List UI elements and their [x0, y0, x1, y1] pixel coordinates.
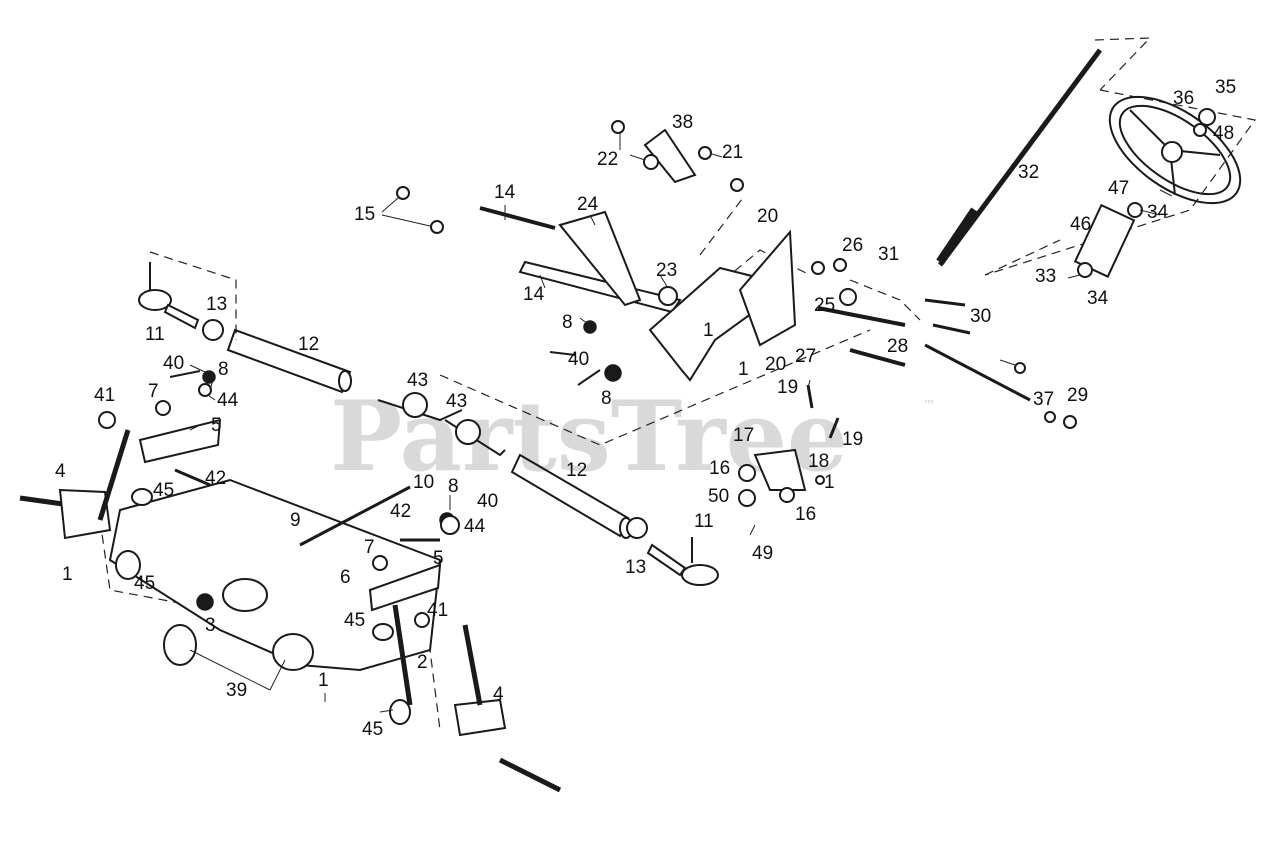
callout-23: 23 [656, 260, 677, 281]
callout-27: 27 [795, 346, 816, 367]
callout-45-mid-left: 45 [134, 573, 155, 594]
callout-41-lower: 41 [427, 600, 448, 621]
callout-16-upper: 16 [709, 458, 730, 479]
leader-lines [189, 133, 1173, 713]
callout-11-lower: 11 [694, 511, 714, 532]
callout-33: 33 [1035, 266, 1056, 287]
callout-12-lower: 12 [566, 460, 587, 481]
callout-29: 29 [1067, 385, 1088, 406]
callout-8-center: 8 [601, 388, 612, 409]
callout-36: 36 [1173, 88, 1194, 109]
callout-31: 31 [878, 244, 899, 265]
steering-shaft [936, 48, 1136, 278]
callout-21: 21 [722, 142, 743, 163]
callout-35: 35 [1215, 77, 1236, 98]
callout-39: 39 [226, 680, 247, 701]
callout-41-upper: 41 [94, 385, 115, 406]
callout-9: 9 [290, 510, 301, 531]
callout-8-mid: 8 [562, 312, 573, 333]
callout-25: 25 [814, 295, 835, 316]
callout-8-left: 8 [218, 359, 229, 380]
tie-rod-ends [138, 262, 719, 586]
callout-5-upper: 5 [211, 415, 222, 436]
callout-15: 15 [354, 204, 375, 225]
callout-10: 10 [413, 472, 434, 493]
callout-28: 28 [887, 336, 908, 357]
callout-1-right: 1 [824, 472, 835, 493]
callout-34-upper: 34 [1147, 202, 1169, 223]
callout-45-bottom: 45 [362, 719, 383, 740]
callout-2: 2 [417, 652, 428, 673]
callout-7-lower: 7 [364, 537, 375, 558]
callout-1-bottom: 1 [318, 670, 329, 691]
callout-26: 26 [842, 235, 863, 256]
callout-47: 47 [1108, 178, 1129, 199]
callout-34-lower: 34 [1087, 288, 1109, 309]
callout-42-lower: 42 [390, 501, 411, 522]
callout-4-upper: 4 [55, 461, 66, 482]
callout-5-lower: 5 [433, 548, 444, 569]
callout-1-lower-left: 1 [62, 564, 73, 585]
callout-17: 17 [733, 425, 754, 446]
brackets [558, 128, 807, 491]
callout-16-lower: 16 [795, 504, 816, 525]
callout-20-upper: 20 [757, 206, 778, 227]
callout-20-lower: 20 [765, 354, 786, 375]
axle-casting [108, 418, 442, 672]
callout-6: 6 [340, 567, 351, 588]
callout-44-lower: 44 [464, 516, 486, 537]
callout-13-lower: 13 [625, 557, 646, 578]
callout-18: 18 [808, 451, 829, 472]
steering-wheel [1108, 95, 1242, 205]
callout-19-upper: 19 [777, 377, 798, 398]
callout-46: 46 [1070, 214, 1091, 235]
callout-40-lower: 40 [477, 491, 498, 512]
trademark-symbol: ™ [922, 398, 936, 414]
callout-11-upper: 11 [145, 324, 165, 345]
callout-12-upper: 12 [298, 334, 319, 355]
callout-43-right: 43 [446, 391, 467, 412]
callout-14-lower: 14 [523, 284, 545, 305]
callout-13-upper: 13 [206, 294, 227, 315]
callout-45-upper: 45 [153, 480, 174, 501]
callout-48: 48 [1213, 123, 1234, 144]
callout-4-lower: 4 [493, 684, 504, 705]
callout-49: 49 [752, 543, 773, 564]
callout-3: 3 [205, 615, 216, 636]
tie-rod-left [226, 328, 352, 394]
callout-14-upper: 14 [494, 182, 516, 203]
callout-30: 30 [970, 306, 991, 327]
callout-42-upper: 42 [205, 468, 226, 489]
callout-50: 50 [708, 486, 729, 507]
callout-43-left: 43 [407, 370, 428, 391]
callout-38: 38 [672, 112, 693, 133]
callout-19-lower: 19 [842, 429, 863, 450]
callout-1-bracket: 1 [703, 320, 714, 341]
callout-40-mid: 40 [568, 349, 589, 370]
callout-1-center: 1 [738, 359, 749, 380]
callout-8-lower: 8 [448, 476, 459, 497]
callout-22: 22 [597, 149, 618, 170]
callout-45-mid-right: 45 [344, 610, 365, 631]
callout-40-left: 40 [163, 353, 184, 374]
spindles [19, 429, 562, 793]
callout-24: 24 [577, 194, 599, 215]
callout-37: 37 [1033, 389, 1054, 410]
callout-labels: 35 36 48 38 21 22 32 47 34 46 33 34 14 1… [55, 77, 1236, 740]
bolts-and-rods [169, 298, 1031, 547]
callout-7-upper: 7 [148, 381, 159, 402]
nuts-and-washers [98, 108, 1216, 628]
callout-32: 32 [1018, 162, 1039, 183]
callout-44-upper: 44 [217, 390, 239, 411]
